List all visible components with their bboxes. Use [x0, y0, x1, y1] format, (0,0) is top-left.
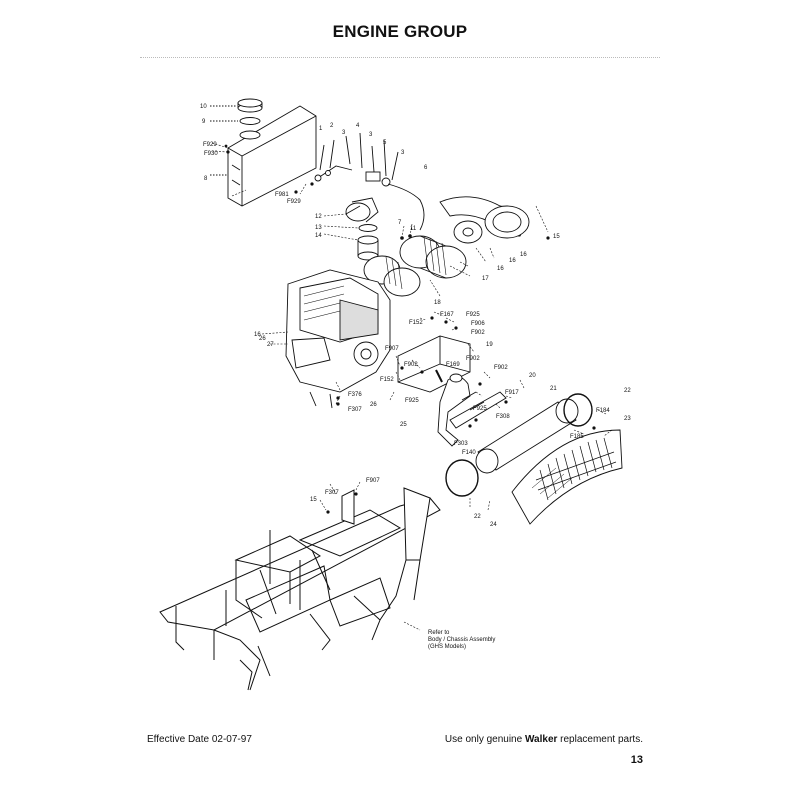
exploded-parts-diagram: 10 9 F929 F930 8 1 2 3 4 3 5 3 6 F981 F9…: [159, 98, 631, 691]
callout: 9: [202, 119, 206, 125]
fuel-fittings: [314, 132, 425, 231]
callout: 16: [497, 266, 504, 272]
note-line: Body / Chassis Assembly: [428, 637, 495, 643]
callout: F925: [405, 398, 419, 404]
muffler: [475, 398, 579, 474]
engine-block: [285, 269, 391, 409]
callout: F902: [494, 365, 508, 371]
callout: 3: [342, 130, 346, 136]
callout: 14: [315, 233, 322, 239]
effective-date: Effective Date 02-07-97: [147, 734, 252, 745]
callout: 11: [410, 226, 417, 232]
callout: F981: [275, 192, 289, 198]
callout: F308: [496, 414, 510, 420]
cap-gasket: [239, 117, 261, 125]
brand-name: Walker: [524, 734, 558, 745]
callout: F925: [473, 406, 487, 412]
chassis-frame: [159, 487, 441, 691]
page-title: ENGINE GROUP: [332, 22, 468, 41]
muffler-clamp-right: [563, 393, 593, 427]
note-line: Refer to: [428, 630, 450, 636]
callout: 23: [624, 416, 631, 422]
callout: 16: [254, 332, 261, 338]
callout: 15: [553, 234, 560, 240]
callout: 20: [529, 373, 536, 379]
fuel-tank: [227, 105, 317, 207]
callout: F303: [454, 441, 468, 447]
genuine-parts-notice: Use only genuine Walker replacement part…: [445, 734, 643, 745]
callout: F307: [348, 407, 362, 413]
mount-bracket: [449, 391, 507, 429]
callout: 22: [474, 514, 481, 520]
callout: F140: [462, 450, 476, 456]
clamp-and-tube: [357, 224, 379, 261]
callout: F929: [203, 142, 217, 148]
pleated-filter-small: [363, 255, 421, 297]
callout: 25: [400, 422, 407, 428]
callout: 8: [204, 176, 208, 182]
callout: 24: [490, 522, 497, 528]
callout: 3: [369, 132, 373, 138]
callout-labels: 10 9 F929 F930 8 1 2 3 4 3 5 3 6 F981 F9…: [200, 104, 631, 528]
callout: 15: [310, 497, 317, 503]
callout: 1: [319, 126, 323, 132]
callout: F930: [204, 151, 218, 157]
callout: F907: [366, 478, 380, 484]
callout: 19: [486, 342, 493, 348]
callout: F907: [385, 346, 399, 352]
callout: F902: [404, 362, 418, 368]
callout: 6: [424, 165, 428, 171]
callout: F902: [471, 330, 485, 336]
muffler-guard: [511, 429, 623, 525]
callout: 7: [398, 220, 402, 226]
callout: 3: [401, 150, 405, 156]
callout: 10: [200, 104, 207, 110]
callout: 17: [482, 276, 489, 282]
callout: F152: [380, 377, 394, 383]
callout: F185: [570, 434, 584, 440]
callout: 12: [315, 214, 322, 220]
callout: 21: [550, 386, 557, 392]
page-number: 13: [630, 754, 643, 766]
pleated-filter-large: [399, 235, 467, 279]
callout: F184: [596, 408, 610, 414]
callout: 16: [509, 258, 516, 264]
callout: F902: [466, 356, 480, 362]
exhaust-pipe: [437, 373, 471, 447]
callout: 2: [330, 123, 334, 129]
callout: 16: [520, 252, 527, 258]
callout: F307: [325, 490, 339, 496]
callout: 4: [356, 123, 360, 129]
air-cleaner-cover: [484, 205, 530, 239]
callout: 22: [624, 388, 631, 394]
callout: F917: [505, 390, 519, 396]
notice-prefix: Use only genuine: [444, 734, 525, 745]
callout: 18: [434, 300, 441, 306]
callout: F906: [471, 321, 485, 327]
callout: F925: [466, 312, 480, 318]
callout: 13: [315, 225, 322, 231]
callout: 26: [370, 402, 377, 408]
note-line: (GHS Models): [428, 644, 466, 650]
callout: F152: [409, 320, 423, 326]
air-filter-element: [453, 220, 483, 244]
notice-suffix: replacement parts.: [557, 734, 643, 745]
callout: F929: [287, 199, 301, 205]
callout: 5: [383, 140, 387, 146]
reference-note: Refer to Body / Chassis Assembly (GHS Mo…: [428, 630, 495, 650]
title-divider: [140, 57, 660, 58]
callout: 26: [259, 336, 266, 342]
fuel-cap: [237, 98, 263, 113]
muffler-clamp-left: [445, 459, 479, 497]
callout: F167: [440, 312, 454, 318]
callout: F169: [446, 362, 460, 368]
air-cleaner-elbow: [345, 197, 379, 223]
callout: F376: [348, 392, 362, 398]
callout: 27: [267, 342, 274, 348]
